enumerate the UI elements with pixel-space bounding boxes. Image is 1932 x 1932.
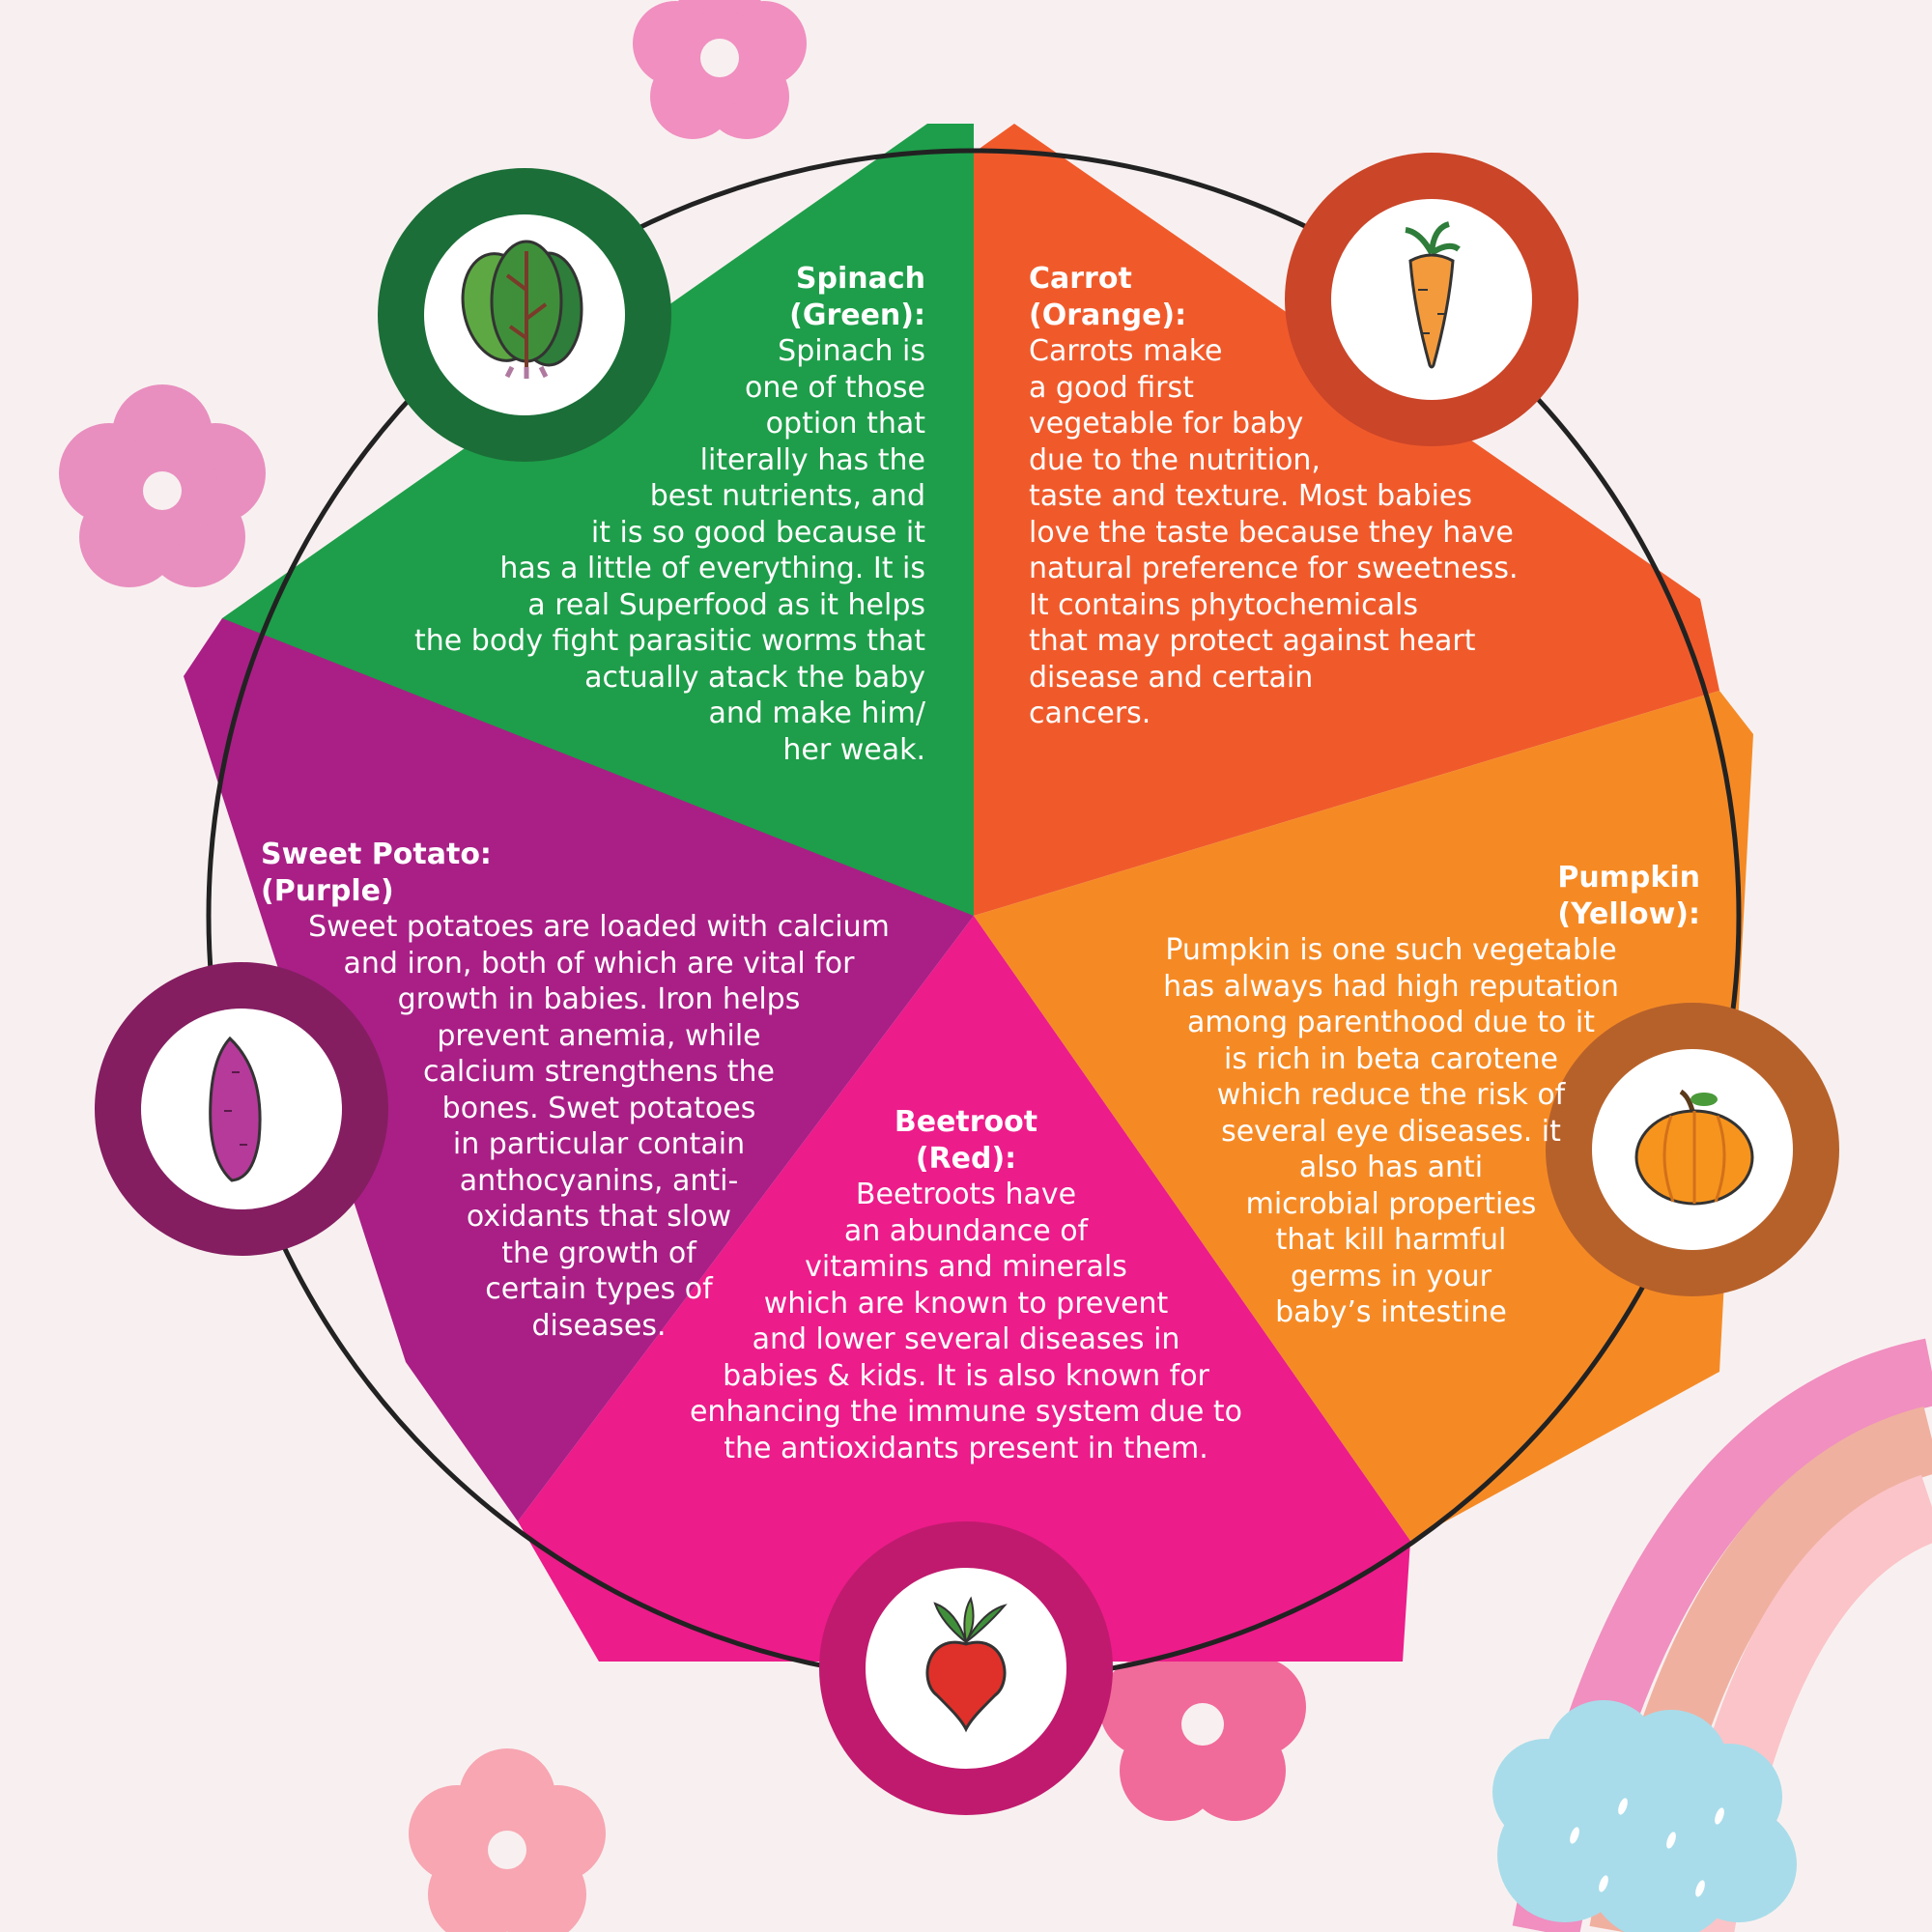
- pumpkin-heading-line: Pumpkin: [1557, 861, 1700, 895]
- spinach-text-line: literally has the: [699, 442, 925, 477]
- spinach-text-line: a real Superfood as it helps: [527, 587, 925, 622]
- spinach-text-line: option that: [765, 407, 925, 440]
- carrot-badge: [1285, 153, 1578, 446]
- sweet-potato-text-line: certain types of: [485, 1272, 713, 1306]
- pumpkin-badge: [1546, 1003, 1839, 1296]
- beetroot-text-line: the antioxidants present in them.: [724, 1431, 1208, 1465]
- carrot-text-line: Carrots make: [1029, 334, 1223, 368]
- sweet-potato-text-line: and iron, both of which are vital for: [343, 946, 855, 980]
- sweet-potato-text-line: anthocyanins, anti-: [459, 1163, 739, 1198]
- beetroot-text-line: babies & kids. It is also known for: [723, 1358, 1209, 1393]
- spinach-icon: [461, 240, 583, 379]
- beetroot-badge: [819, 1521, 1113, 1815]
- pumpkin-text-line: that kill harmful: [1275, 1223, 1507, 1257]
- carrot-text-line: It contains phytochemicals: [1029, 587, 1418, 622]
- flower-icon: [409, 1748, 606, 1932]
- sweet-potato-segment: [184, 618, 974, 1521]
- spinach-text-line: one of those: [744, 370, 925, 405]
- beetroot-text-line: which are known to prevent: [763, 1286, 1169, 1321]
- flower-icon: [633, 0, 807, 139]
- sweet-potato-badge: [95, 962, 388, 1256]
- pumpkin-description: Pumpkin (Yellow): Pumpkin is one such ve…: [1082, 860, 1700, 1331]
- flower-icon: [1099, 1618, 1306, 1821]
- beetroot-text-line: vitamins and minerals: [805, 1250, 1127, 1284]
- spinach-text-line: Spinach is: [778, 334, 925, 368]
- sweet-potato-icon: [209, 1036, 262, 1182]
- pumpkin-text-line: has always had high reputation: [1163, 969, 1619, 1004]
- pumpkin-text-line: which reduce the risk of: [1216, 1078, 1566, 1112]
- spinach-heading-line: Spinach: [795, 262, 925, 296]
- sweet-potato-text-line: the growth of: [501, 1236, 696, 1270]
- spinach-text-line: best nutrients, and: [649, 479, 925, 513]
- sweet-potato-text-line: bones. Swet potatoes: [441, 1091, 756, 1125]
- sweet-potato-text-line: calcium strengthens the: [422, 1055, 776, 1089]
- pumpkin-text-line: among parenthood due to it: [1187, 1006, 1595, 1039]
- carrot-text-line: natural preference for sweetness.: [1029, 552, 1519, 585]
- spinach-description: Spinach (Green): Spinach is one of those…: [327, 261, 925, 768]
- pumpkin-text-line: is rich in beta carotene: [1224, 1041, 1558, 1076]
- pumpkin-text-line: several eye diseases. it: [1221, 1114, 1561, 1149]
- pumpkin-segment: [974, 691, 1753, 1541]
- spinach-text-line: it is so good because it: [590, 515, 925, 550]
- spinach-text-line: the body fight parasitic worms that: [414, 624, 925, 658]
- carrot-heading-line: Carrot: [1029, 262, 1132, 296]
- spinach-text-line: her weak.: [782, 732, 925, 767]
- sweet-potato-heading-line: Sweet Potato:: [261, 838, 492, 871]
- spinach-badge: [378, 168, 671, 462]
- beetroot-text-line: an abundance of: [843, 1213, 1089, 1248]
- pumpkin-heading-line: (Yellow):: [1557, 896, 1700, 931]
- beetroot-text-line: enhancing the immune system due to: [689, 1395, 1243, 1429]
- pumpkin-text-line: germs in your: [1290, 1259, 1492, 1293]
- spinach-text-line: actually atack the baby: [584, 660, 925, 695]
- carrot-segment: [974, 124, 1719, 916]
- sweet-potato-text-line: prevent anemia, while: [437, 1018, 761, 1053]
- spinach-text-line: has a little of everything. It is: [499, 552, 925, 585]
- carrot-description: Carrot (Orange): Carrots make a good fir…: [1029, 261, 1570, 732]
- spinach-text-line: and make him/: [708, 696, 925, 730]
- pumpkin-text-line: baby’s intestine: [1275, 1295, 1507, 1329]
- sweet-potato-text-line: growth in babies. Iron helps: [397, 982, 801, 1016]
- sweet-potato-text-line: oxidants that slow: [466, 1200, 732, 1234]
- sweet-potato-description: Sweet Potato: (Purple) Sweet potatoes ar…: [261, 837, 937, 1344]
- pumpkin-text-line: Pumpkin is one such vegetable: [1165, 933, 1617, 967]
- carrot-icon: [1405, 221, 1461, 369]
- beetroot-heading-line: Beetroot: [894, 1105, 1038, 1139]
- beetroot-text-line: Beetroots have: [855, 1178, 1077, 1211]
- sweet-potato-text-line: Sweet potatoes are loaded with calcium: [308, 910, 890, 944]
- carrot-text-line: taste and texture. Most babies: [1029, 479, 1472, 513]
- beetroot-description: Beetroot (Red): Beetroots have an abunda…: [618, 1104, 1314, 1466]
- sweet-potato-text-line: diseases.: [531, 1308, 667, 1343]
- carrot-heading-line: (Orange):: [1029, 298, 1187, 332]
- sweet-potato-heading-line: (Purple): [261, 873, 394, 908]
- pumpkin-icon: [1634, 1089, 1754, 1206]
- pumpkin-text-line: also has anti: [1298, 1151, 1484, 1184]
- sweet-potato-text-line: in particular contain: [452, 1127, 746, 1161]
- pumpkin-text-line: microbial properties: [1245, 1186, 1537, 1221]
- spinach-heading-line: (Green):: [789, 298, 925, 332]
- flower-icon: [59, 384, 266, 587]
- carrot-text-line: love the taste because they have: [1029, 515, 1514, 550]
- beetroot-heading-line: (Red):: [915, 1141, 1017, 1176]
- carrot-text-line: cancers.: [1029, 696, 1151, 730]
- carrot-text-line: disease and certain: [1029, 660, 1314, 695]
- beetroot-icon: [925, 1596, 1008, 1733]
- carrot-text-line: a good first: [1029, 370, 1194, 405]
- carrot-text-line: due to the nutrition,: [1029, 442, 1321, 477]
- beetroot-segment: [518, 916, 1410, 1662]
- beetroot-text-line: and lower several diseases in: [752, 1322, 1180, 1356]
- carrot-text-line: that may protect against heart: [1029, 624, 1476, 658]
- carrot-text-line: vegetable for baby: [1029, 407, 1304, 440]
- cloud-icon: [1492, 1700, 1797, 1932]
